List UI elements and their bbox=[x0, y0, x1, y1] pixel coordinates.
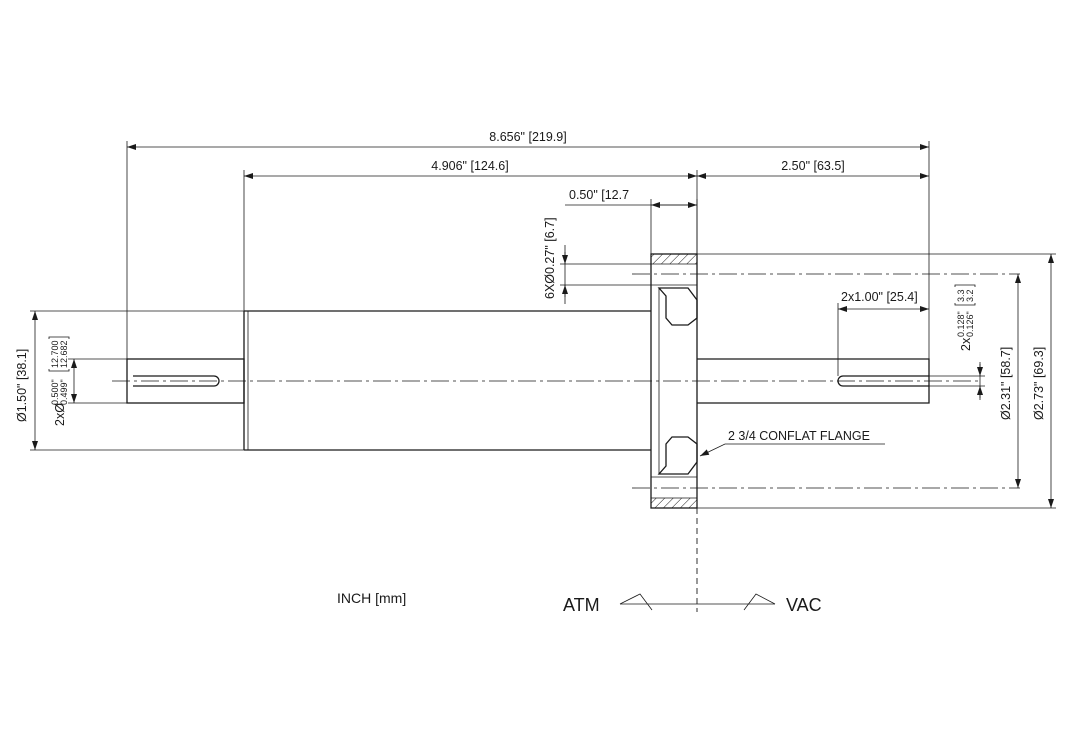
vac-shaft bbox=[697, 358, 930, 404]
dim-body-dia-text: Ø1.50" [38.1] bbox=[15, 349, 29, 422]
flange-knife-edge-bottom bbox=[657, 436, 698, 475]
vac-keyway bbox=[837, 375, 929, 387]
vac-label: VAC bbox=[786, 595, 822, 615]
dim-vac-text: 2.50" [63.5] bbox=[781, 159, 845, 173]
dim-key-width-min: 0.126" bbox=[965, 311, 975, 337]
dim-shaft-dia-prefix: 2xØ bbox=[53, 403, 67, 426]
dim-shaft-dia-group: 2xØ 0.500" 0.499" 12.700 12.682 bbox=[48, 336, 70, 426]
dim-key-width-mm-min: 3.2 bbox=[965, 289, 975, 302]
part-geometry bbox=[112, 253, 980, 612]
dim-bolt-hole-text: 6XØ0.27" [6.7] bbox=[543, 217, 557, 299]
atm-body bbox=[243, 310, 651, 451]
dim-shaft-dia-mm-min: 12.682 bbox=[59, 340, 69, 368]
dim-key-width-group: 2x 0.128" 0.126" 3.3 3.2 bbox=[954, 284, 976, 351]
flange-hatch-bottom bbox=[651, 498, 697, 508]
flange-knife-edge-top bbox=[657, 287, 698, 326]
atm-side-symbol bbox=[619, 593, 697, 611]
vac-side-symbol bbox=[697, 593, 776, 611]
units-label: INCH [mm] bbox=[337, 590, 406, 606]
dim-bolt-circle-text: Ø2.31" [58.7] bbox=[999, 347, 1013, 420]
dim-key-width-prefix: 2x bbox=[959, 337, 973, 351]
flange-hatch-top bbox=[651, 254, 697, 264]
flange-callout-text: 2 3/4 CONFLAT FLANGE bbox=[728, 429, 870, 443]
dimension-text: 8.656" [219.9] 4.906" [124.6] 2.50" [63.… bbox=[15, 130, 1046, 443]
flange-callout-leader bbox=[699, 443, 885, 457]
dim-flange-thk-text: 0.50" [12.7 bbox=[569, 188, 629, 202]
dim-shaft-dia-mm-max: 12.700 bbox=[50, 340, 60, 368]
dim-shaft-dia-min: 0.499" bbox=[59, 379, 69, 405]
annotation-labels: INCH [mm] ATM VAC bbox=[337, 590, 822, 615]
atm-label: ATM bbox=[563, 595, 600, 615]
dim-atm-text: 4.906" [124.6] bbox=[431, 159, 508, 173]
dim-key-width-mm-max: 3.3 bbox=[956, 289, 966, 302]
dim-key-length-text: 2x1.00" [25.4] bbox=[841, 290, 918, 304]
dim-flange-od-text: Ø2.73" [69.3] bbox=[1032, 347, 1046, 420]
dim-key-width-max: 0.128" bbox=[956, 311, 966, 337]
extension-lines bbox=[30, 141, 1056, 509]
dim-shaft-dia-max: 0.500" bbox=[50, 379, 60, 405]
dim-overall-text: 8.656" [219.9] bbox=[489, 130, 566, 144]
atm-keyway bbox=[133, 375, 220, 387]
dimension-lines bbox=[32, 144, 1054, 508]
